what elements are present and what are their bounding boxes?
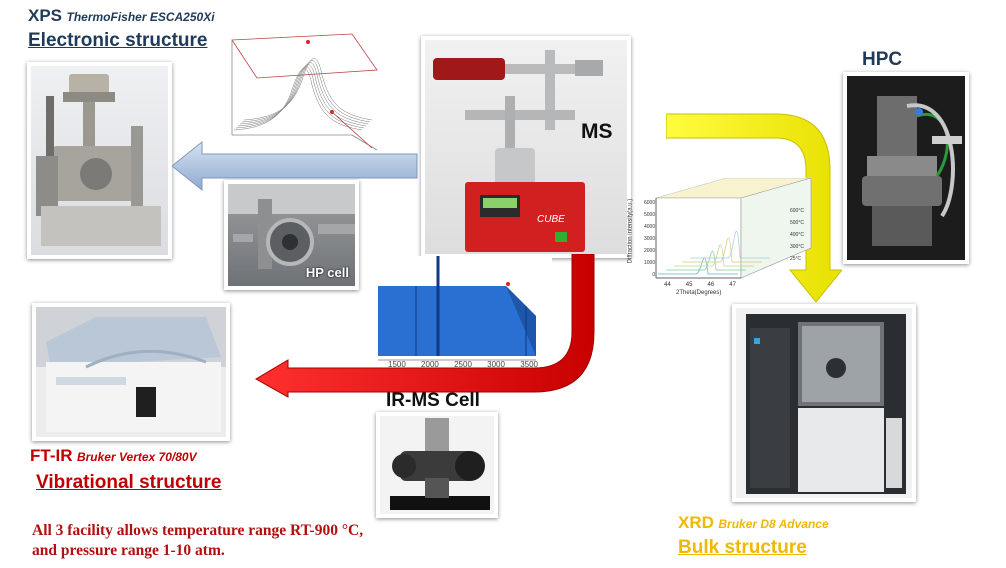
- xrd-y-tick: 2000: [644, 248, 656, 254]
- xrd-heading: XRD Bruker D8 Advance: [678, 513, 829, 533]
- xrd-title: XRD: [678, 513, 714, 532]
- irms-label: IR-MS Cell: [386, 390, 480, 411]
- xrd-subtitle: Bulk structure: [678, 537, 807, 558]
- ir-tick: 1500: [388, 360, 406, 369]
- ir-tick: 2500: [454, 360, 472, 369]
- xrd-x-tick: 46: [707, 282, 715, 288]
- ftir-subtitle: Vibrational structure: [36, 472, 222, 493]
- xrd-ylabel: Diffraction intensity(a.u.): [627, 198, 634, 264]
- hpc-label: HPC: [862, 49, 903, 70]
- ftir-heading: FT-IR Bruker Vertex 70/80V: [30, 446, 197, 466]
- xrd-xlabel: 2Theta(Degrees): [676, 290, 722, 296]
- blue-arrow: [172, 140, 420, 192]
- ms-label: MS: [581, 120, 613, 143]
- xrd-z-tick: 500°C: [790, 220, 804, 226]
- xps-title: XPS: [28, 6, 63, 25]
- xrd-pattern-plot: 44 45 46 47 2Theta(Degrees) Diffraction …: [626, 178, 826, 308]
- xrd-z-tick: 400°C: [790, 232, 804, 238]
- xrd-z-tick: 300°C: [790, 244, 804, 250]
- xps-spectrum-plot: [212, 30, 382, 160]
- xps-subtitle: Electronic structure: [28, 30, 208, 51]
- xrd-y-tick: 1000: [644, 260, 656, 266]
- xrd-instrument: Bruker D8 Advance: [718, 517, 829, 531]
- hpc-photo: [843, 72, 969, 264]
- red-arrow: [254, 254, 600, 399]
- xrd-y-tick: 5000: [644, 212, 656, 218]
- xrd-instrument-photo: [732, 304, 916, 502]
- xrd-y-tick: 0: [652, 272, 656, 278]
- ftir-instrument-photo: [32, 303, 230, 441]
- xrd-z-tick: 600°C: [790, 208, 804, 214]
- xrd-y-ticks: 0 1000 2000 3000 4000 5000 6000: [644, 200, 655, 278]
- xrd-y-tick: 3000: [644, 236, 656, 242]
- ms-photo: CUBE MS: [421, 36, 631, 258]
- ftir-instrument: Bruker Vertex 70/80V: [76, 450, 197, 464]
- xrd-y-tick: 4000: [644, 224, 656, 230]
- note-line-2: and pressure range 1-10 atm.: [32, 542, 225, 559]
- xrd-z-ticks: 600°C 500°C 400°C 300°C 25°C: [790, 208, 804, 262]
- ir-tick-labels: 1500 2000 2500 3000 3500: [388, 360, 538, 369]
- irms-cell-photo: [376, 412, 498, 518]
- xrd-x-ticks: 44 45 46 47: [664, 282, 736, 288]
- xps-heading: XPS ThermoFisher ESCA250Xi: [28, 6, 215, 26]
- ftir-title: FT-IR: [30, 446, 73, 465]
- hp-cell-photo: HP cell: [224, 180, 359, 290]
- ir-spectrum-plot: 1500 2000 2500 3000 3500: [376, 256, 552, 384]
- xrd-x-tick: 44: [664, 282, 671, 288]
- hp-cell-label: HP cell: [305, 265, 349, 280]
- xrd-x-tick: 45: [685, 282, 693, 288]
- xps-instrument: ThermoFisher ESCA250Xi: [66, 10, 215, 24]
- note-line-1: All 3 facility allows temperature range …: [32, 522, 364, 539]
- ir-tick: 3500: [520, 360, 538, 369]
- xps-instrument-photo: [27, 62, 172, 259]
- ir-tick: 2000: [421, 360, 439, 369]
- xrd-z-tick: 25°C: [790, 256, 802, 262]
- xrd-y-tick: 6000: [644, 200, 656, 206]
- ms-device-text: CUBE: [537, 214, 565, 225]
- ir-tick: 3000: [487, 360, 505, 369]
- conditions-note: All 3 facility allows temperature range …: [32, 521, 363, 561]
- xrd-x-tick: 47: [729, 282, 736, 288]
